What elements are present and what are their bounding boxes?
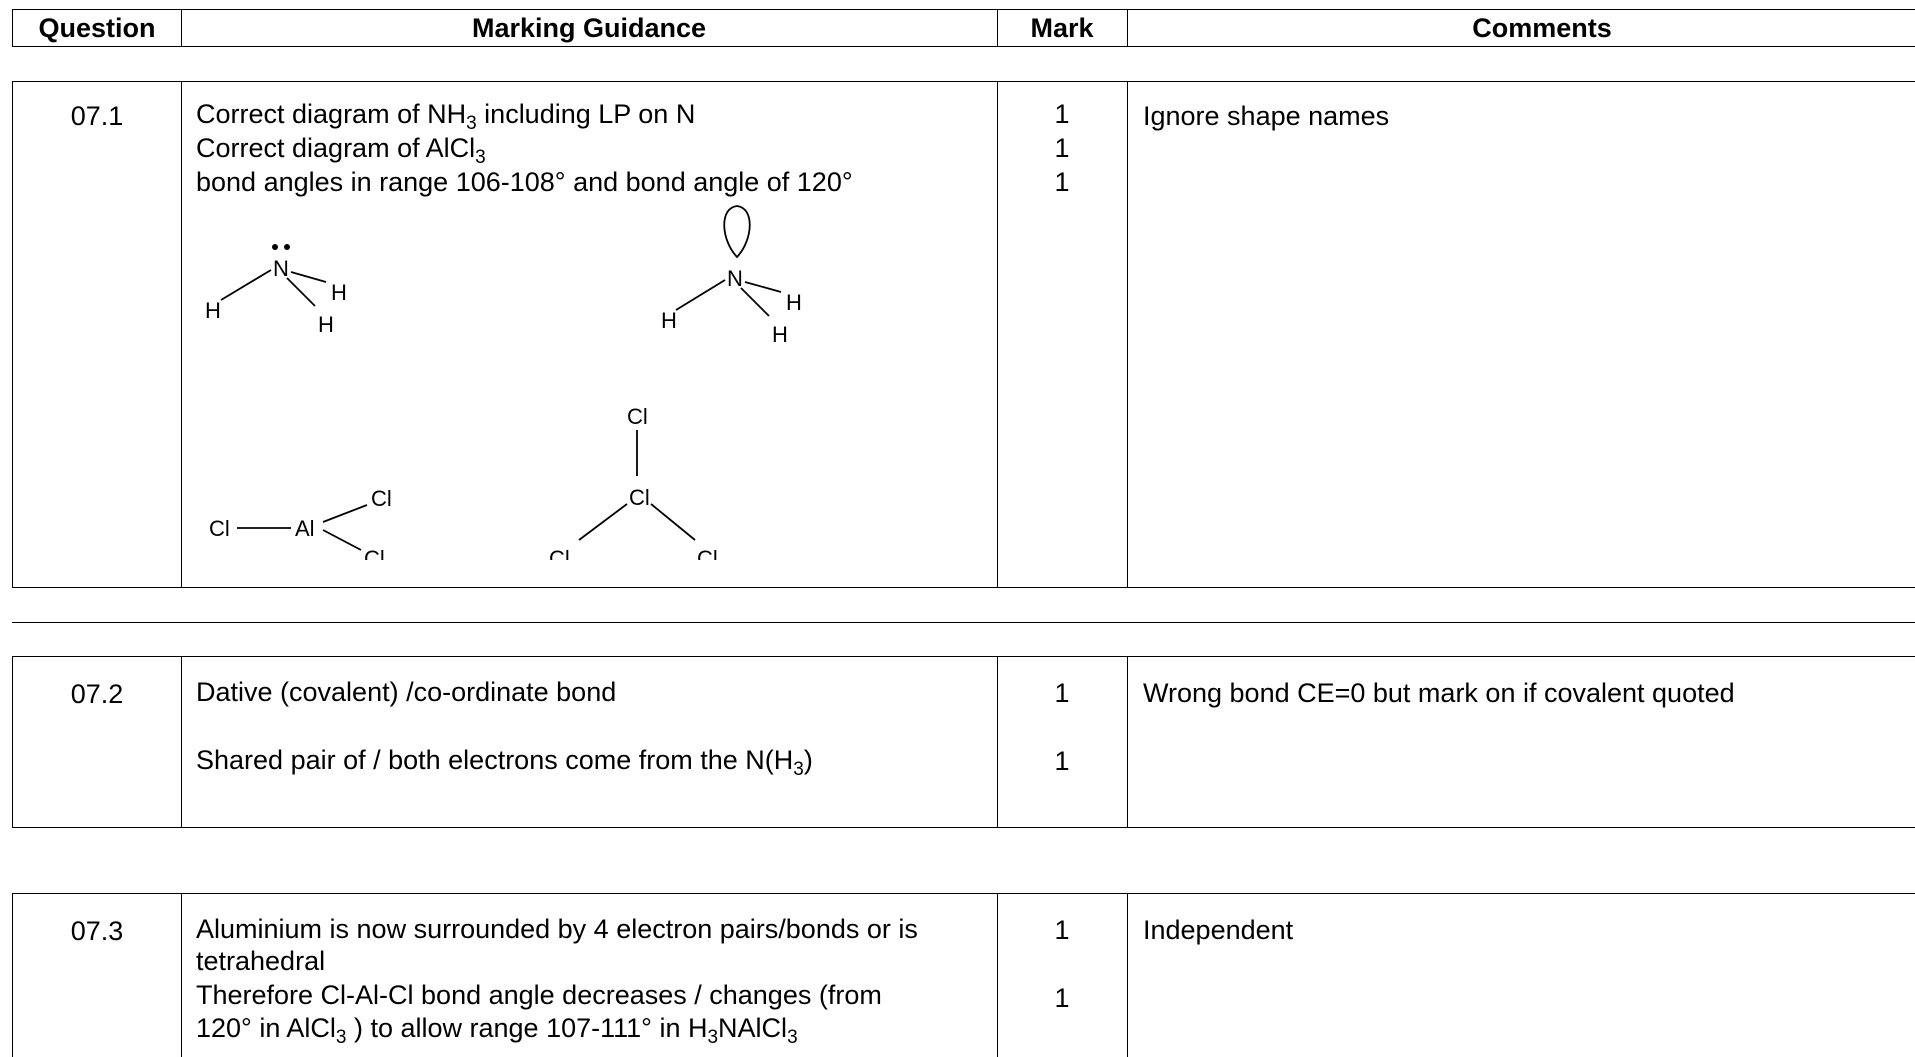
atom-label: Cl <box>627 404 648 429</box>
question-row-07-3: 07.3 Aluminium is now surrounded by 4 el… <box>12 893 1915 1057</box>
mark-value: 1 <box>1054 746 1070 776</box>
mark-value: 1 <box>1054 167 1070 197</box>
header-comments: Comments <box>1472 12 1612 43</box>
guidance-line: bond angles in range 106-108° and bond a… <box>196 167 853 197</box>
molecule-diagrams: N H H H N H H H Cl <box>205 205 802 560</box>
atom-label: H <box>772 322 788 347</box>
atom-label: Cl <box>364 546 385 560</box>
guidance-line: Shared pair of / both electrons come fro… <box>196 745 813 780</box>
guidance-line: Correct diagram of AlCl3 <box>196 133 486 168</box>
section-divider <box>12 622 1915 623</box>
atom-label: Al <box>295 516 315 541</box>
atom-label: Cl <box>549 546 570 560</box>
atom-label: Cl <box>371 486 392 511</box>
mark-value: 1 <box>1054 915 1070 945</box>
guidance-line: 120° in AlCl3 ) to allow range 107-111° … <box>196 1013 798 1048</box>
guidance-line: tetrahedral <box>196 946 326 976</box>
header-question: Question <box>38 12 156 43</box>
atom-label: H <box>318 312 334 337</box>
mark-value: 1 <box>1054 133 1070 163</box>
header-marking-guidance: Marking Guidance <box>471 12 707 43</box>
nh3-lone-pair-lobe-diagram: N H H H <box>661 205 802 347</box>
guidance-line: Dative (covalent) /co-ordinate bond <box>196 677 617 707</box>
atom-label: Cl <box>209 516 230 541</box>
mark-value: 1 <box>1054 983 1070 1013</box>
guidance-line: Correct diagram of NH3 including LP on N <box>196 99 696 134</box>
guidance-line: Aluminium is now surrounded by 4 electro… <box>196 914 918 944</box>
atom-label: H <box>331 280 347 305</box>
question-number: 07.3 <box>70 916 124 946</box>
question-row-07-2: 07.2 Dative (covalent) /co-ordinate bond… <box>12 656 1915 828</box>
atom-label: Cl <box>697 546 718 560</box>
atom-label: H <box>786 290 802 315</box>
question-number: 07.2 <box>70 679 124 709</box>
mark-value: 1 <box>1054 99 1070 129</box>
atom-label: Cl <box>629 485 650 510</box>
header-row: Question Marking Guidance Mark Comments <box>12 9 1915 47</box>
question-number: 07.1 <box>70 101 124 131</box>
mark-value: 1 <box>1054 678 1070 708</box>
nh3-lone-pair-dots-diagram: N H H H <box>205 244 347 337</box>
comment-text: Wrong bond CE=0 but mark on if covalent … <box>1143 678 1735 708</box>
alcl3-perspective-diagram: Cl Al Cl Cl <box>209 486 392 560</box>
header-mark: Mark <box>1030 12 1094 43</box>
comment-text: Ignore shape names <box>1143 101 1390 131</box>
atom-label: N <box>273 256 289 281</box>
atom-label: H <box>205 298 221 323</box>
question-row-07-1: 07.1 Correct diagram of NH3 including LP… <box>12 81 1915 588</box>
atom-label: N <box>727 266 743 291</box>
guidance-line: Therefore Cl-Al-Cl bond angle decreases … <box>196 980 882 1010</box>
comment-text: Independent <box>1143 915 1294 945</box>
alcl3-trigonal-planar-diagram: Cl Cl Cl Cl <box>549 404 718 560</box>
atom-label: H <box>661 308 677 333</box>
